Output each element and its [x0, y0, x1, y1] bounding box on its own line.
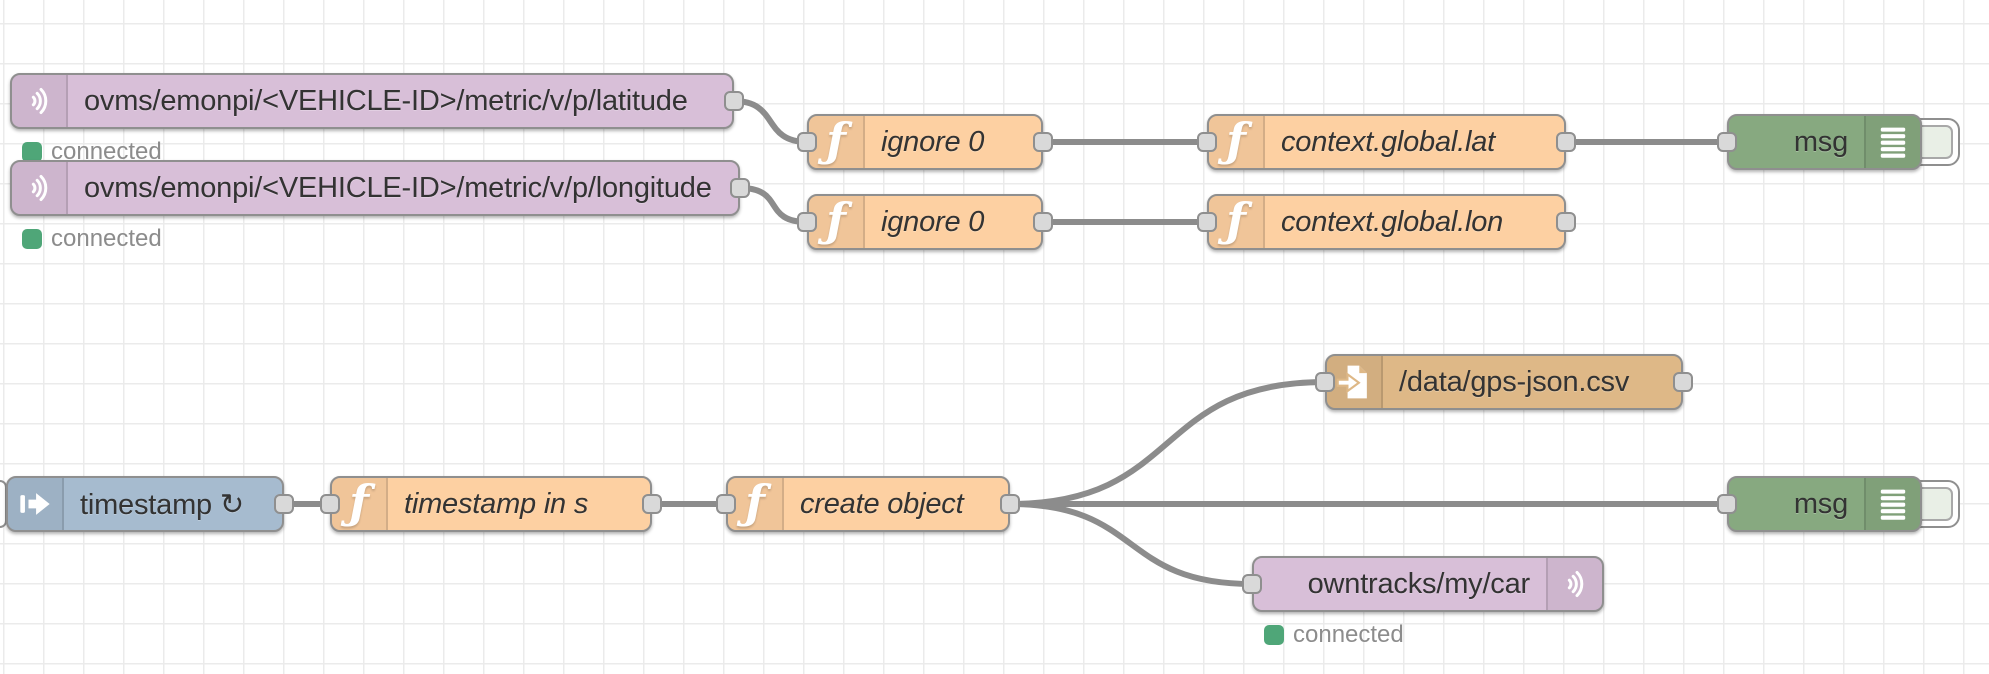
node-file-gps-csv[interactable]: /data/gps-json.csv [1315, 354, 1693, 410]
status-text: connected [51, 225, 162, 252]
node-context-global-lat[interactable]: ƒ context.global.lat [1197, 113, 1576, 170]
status-text: connected [1293, 621, 1404, 648]
file-import-icon [1327, 356, 1383, 408]
function-icon: ƒ [728, 475, 784, 530]
node-label: /data/gps-json.csv [1399, 365, 1630, 398]
status-connected-indicator [22, 229, 42, 249]
wire-create-object-to-file-gps-csv[interactable] [1007, 379, 1328, 507]
input-port[interactable] [716, 494, 736, 514]
node-status: connected [1264, 621, 1404, 649]
input-port[interactable] [1197, 132, 1217, 152]
output-port[interactable] [642, 494, 662, 514]
node-timestamp-in-s[interactable]: ƒ timestamp in s [320, 475, 662, 532]
node-label: msg [1793, 125, 1848, 158]
input-port[interactable] [1197, 212, 1217, 232]
output-port[interactable] [274, 494, 294, 514]
node-inject-timestamp[interactable]: timestamp ↻ [6, 476, 294, 532]
node-label: timestamp ↻ [80, 488, 244, 521]
node-ignore-0-lon[interactable]: ƒ ignore 0 [797, 193, 1053, 250]
output-port[interactable] [724, 91, 744, 111]
node-context-global-lon[interactable]: ƒ context.global.lon [1197, 193, 1576, 250]
function-icon: ƒ [809, 113, 865, 168]
node-status: connected [22, 225, 162, 253]
node-label: timestamp in s [404, 487, 589, 520]
wire-mqtt-in-latitude-to-ignore-0-lat[interactable] [731, 98, 810, 145]
wire-create-object-to-mqtt-out-owntracks[interactable] [1007, 501, 1255, 587]
node-label: create object [800, 487, 964, 520]
node-label: ovms/emonpi/<VEHICLE-ID>/metric/v/p/lati… [84, 84, 688, 117]
debug-list-icon [1864, 478, 1920, 530]
output-port[interactable] [1033, 212, 1053, 232]
node-mqtt-out-owntracks[interactable]: owntracks/my/car [1242, 556, 1604, 612]
node-ignore-0-lat[interactable]: ƒ ignore 0 [797, 113, 1053, 170]
node-label: ignore 0 [881, 125, 985, 158]
radio-waves-icon [12, 75, 68, 127]
debug-list-icon [1864, 116, 1920, 168]
inject-arrow-icon [8, 478, 64, 530]
output-port[interactable] [1673, 372, 1693, 392]
output-port[interactable] [1000, 494, 1020, 514]
node-label: owntracks/my/car [1307, 567, 1531, 600]
function-icon: ƒ [809, 193, 865, 248]
radio-waves-icon [12, 162, 68, 214]
input-port[interactable] [797, 132, 817, 152]
wire-mqtt-in-longitude-to-ignore-0-lon[interactable] [737, 185, 810, 225]
output-port[interactable] [1556, 212, 1576, 232]
node-label: context.global.lat [1281, 125, 1496, 158]
radio-waves-icon [1546, 558, 1602, 610]
output-port[interactable] [1556, 132, 1576, 152]
input-port[interactable] [1242, 574, 1262, 594]
node-label: context.global.lon [1281, 205, 1504, 238]
input-port[interactable] [320, 494, 340, 514]
input-port[interactable] [1717, 132, 1737, 152]
node-create-object[interactable]: ƒ create object [716, 475, 1020, 532]
input-port[interactable] [1717, 494, 1737, 514]
function-icon: ƒ [332, 475, 388, 530]
output-port[interactable] [1033, 132, 1053, 152]
node-label: ovms/emonpi/<VEHICLE-ID>/metric/v/p/long… [84, 171, 712, 204]
node-label: ignore 0 [881, 205, 985, 238]
status-connected-indicator [1264, 625, 1284, 645]
status-connected-indicator [22, 142, 42, 162]
input-port[interactable] [1315, 372, 1335, 392]
function-icon: ƒ [1209, 113, 1265, 168]
node-mqtt-in-latitude[interactable]: ovms/emonpi/<VEHICLE-ID>/metric/v/p/lati… [10, 73, 744, 129]
output-port[interactable] [730, 178, 750, 198]
node-debug-msg-bottom[interactable]: msg [1717, 476, 1922, 532]
node-label: msg [1793, 487, 1848, 520]
node-mqtt-in-longitude[interactable]: ovms/emonpi/<VEHICLE-ID>/metric/v/p/long… [10, 160, 750, 216]
input-port[interactable] [797, 212, 817, 232]
function-icon: ƒ [1209, 193, 1265, 248]
node-debug-msg-top[interactable]: msg [1717, 114, 1922, 170]
